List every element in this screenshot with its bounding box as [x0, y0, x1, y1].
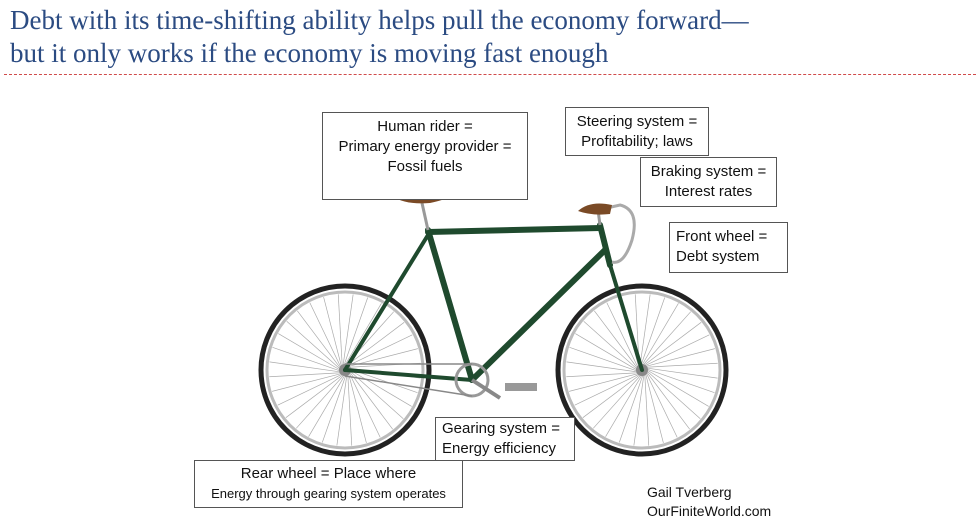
spoke [349, 370, 404, 420]
spoke [645, 373, 664, 444]
spoke [343, 297, 369, 366]
spoke [643, 322, 702, 366]
label-text: Debt system [676, 248, 760, 265]
spoke [277, 373, 343, 406]
label-text: Primary energy provider = [338, 138, 512, 155]
handlebars [578, 203, 636, 264]
spoke [633, 374, 645, 446]
label-rear-wheel: Rear wheel = Place where Energy through … [194, 460, 463, 508]
spoke [566, 372, 638, 378]
spoke [297, 310, 341, 369]
spoke [286, 320, 341, 370]
spoke [271, 373, 342, 392]
label-text: Interest rates [664, 183, 753, 200]
spoke [336, 374, 348, 446]
author-credit: Gail Tverberg OurFiniteWorld.com [647, 483, 771, 521]
label-text: Front wheel = [676, 228, 768, 245]
front-wheel [555, 283, 729, 457]
slide-title: Debt with its time-shifting ability help… [10, 4, 749, 70]
spoke [642, 311, 692, 366]
label-text: Energy efficiency [442, 440, 556, 457]
spoke [644, 334, 710, 367]
spoke [323, 296, 342, 367]
spoke [594, 310, 638, 369]
spoke [583, 320, 638, 370]
spoke [347, 374, 353, 446]
spoke [646, 367, 718, 379]
label-text: Fossil fuels [387, 158, 463, 175]
label-braking-system: Braking system = Interest rates [640, 157, 777, 207]
spoke [641, 303, 679, 366]
spoke [644, 374, 650, 446]
spoke [309, 302, 342, 368]
bike-frame [343, 222, 644, 383]
spoke [645, 348, 716, 367]
author-website: OurFiniteWorld.com [647, 503, 772, 519]
spoke [646, 371, 690, 430]
spoke [295, 374, 345, 429]
spoke [347, 334, 413, 367]
spoke [582, 374, 641, 418]
spoke [592, 374, 642, 429]
spoke [346, 322, 405, 366]
title-line-1: Debt with its time-shifting ability help… [10, 5, 749, 35]
spoke [605, 374, 643, 437]
label-gearing-system: Gearing system = Energy efficiency [435, 417, 575, 461]
spoke [646, 370, 701, 420]
spoke [269, 361, 341, 373]
label-text: Steering system = [576, 113, 698, 130]
spoke [285, 374, 344, 418]
spoke [618, 374, 644, 443]
spoke [640, 297, 666, 366]
spoke [574, 373, 640, 406]
spoke [269, 372, 341, 378]
title-divider [4, 74, 976, 75]
spoke [278, 333, 341, 371]
label-text: Gearing system = [442, 420, 560, 437]
spoke [645, 372, 678, 438]
spoke [646, 362, 718, 368]
spoke [566, 361, 638, 373]
spoke [349, 369, 412, 407]
label-steering-system: Steering system = Profitability; laws [565, 107, 709, 156]
spoke [349, 371, 393, 430]
title-line-2: but it only works if the economy is movi… [10, 38, 609, 68]
spoke [321, 374, 347, 443]
label-text: Energy through gearing system operates [211, 486, 446, 501]
label-text: Profitability; laws [581, 133, 693, 150]
spoke [606, 302, 639, 368]
label-text: Rear wheel = Place where [240, 465, 417, 482]
spoke [639, 294, 651, 366]
spoke [568, 373, 639, 392]
spoke [308, 374, 346, 437]
label-text: Braking system = [650, 163, 767, 180]
label-text: Human rider = [377, 118, 473, 135]
spoke [569, 346, 638, 372]
spoke [646, 368, 715, 394]
spoke [575, 333, 638, 371]
spoke [646, 369, 709, 407]
spoke [348, 372, 381, 438]
author-name: Gail Tverberg [647, 484, 732, 500]
spoke [337, 294, 343, 366]
gearing [344, 362, 537, 400]
spoke [348, 373, 367, 444]
label-human-rider: Human rider = Primary energy provider = … [322, 112, 528, 200]
spoke [344, 303, 382, 366]
label-front-wheel: Front wheel = Debt system [669, 222, 788, 273]
spoke [272, 346, 341, 372]
spoke [342, 294, 354, 366]
